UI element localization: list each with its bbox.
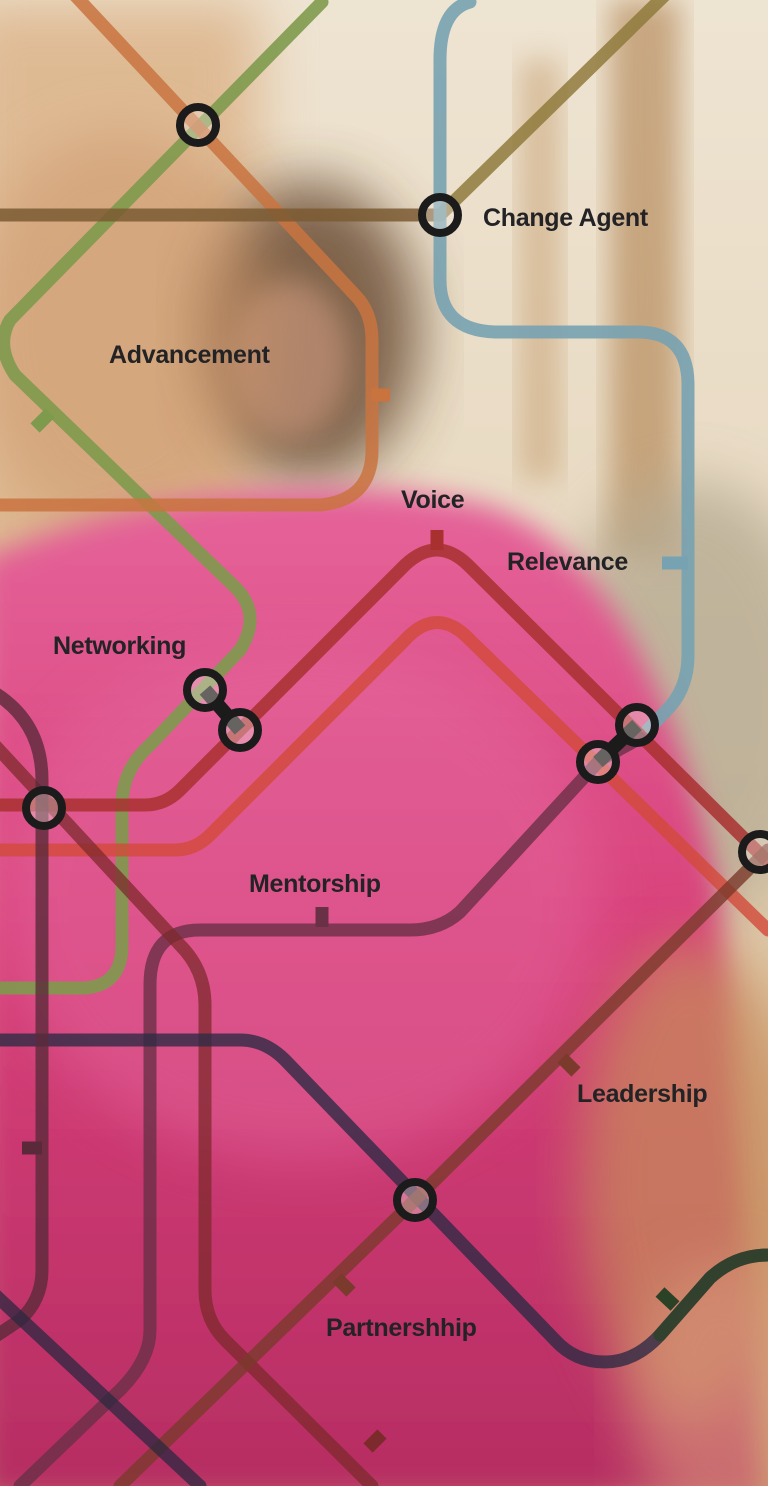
plum-line [13,731,647,1486]
label-mentorship: Mentorship [249,870,381,898]
station-red-left [22,786,66,830]
label-change-agent: Change Agent [483,204,649,232]
dark-green-line [653,1248,768,1342]
green-line [0,0,329,995]
leadership-line [113,843,768,1486]
maroon-diagonal-line [0,741,379,1486]
tick-bottom-maroon [363,1429,387,1453]
station-top [176,103,220,147]
tick-partnership [332,1273,356,1297]
label-leadership: Leadership [577,1080,707,1108]
label-networking: Networking [53,632,186,660]
navy-lower-line [0,1290,207,1486]
station-partnership-hub [393,1178,437,1222]
olive-line [433,0,670,222]
station-labels: Change Agent Advancement Voice Relevance… [53,204,708,1342]
tick-green [30,408,55,433]
interchange-relevance [576,703,659,784]
stations [22,103,768,1222]
orange-line [0,0,379,512]
interchange-networking [183,668,262,752]
station-ticks [22,388,688,1453]
station-change-agent [418,193,462,237]
label-relevance: Relevance [507,548,628,576]
label-voice: Voice [401,486,465,514]
maroon-vertical-line [0,688,49,1342]
coral-line [0,616,768,937]
tick-dark-green [655,1287,680,1311]
red-line [0,543,768,869]
station-right-edge [738,830,768,874]
teal-line [433,0,695,745]
tick-leadership [557,1053,581,1077]
label-partnership: Partnershhip [326,1314,477,1342]
label-advancement: Advancement [109,341,271,369]
